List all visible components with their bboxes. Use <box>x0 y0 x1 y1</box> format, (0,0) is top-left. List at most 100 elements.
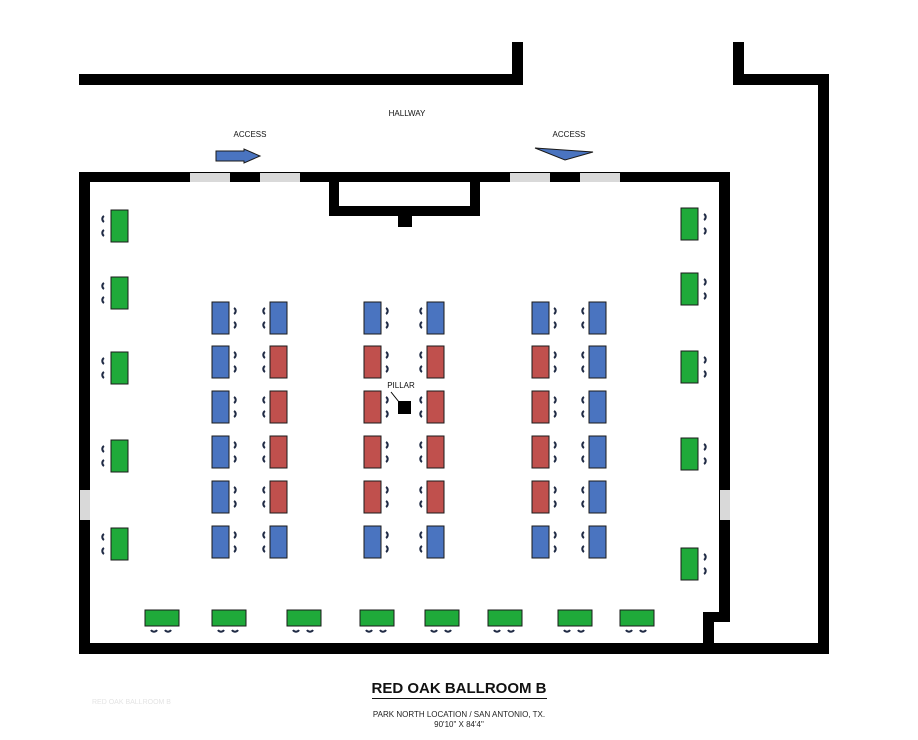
chair <box>101 215 105 223</box>
table-green <box>110 351 129 385</box>
chair <box>553 321 557 329</box>
table-green <box>359 609 395 627</box>
table-green <box>487 609 523 627</box>
table-green <box>680 437 699 471</box>
door-left <box>80 490 90 520</box>
chair <box>385 365 389 373</box>
table-blue <box>363 301 382 335</box>
table-blue <box>211 390 230 424</box>
chair <box>553 365 557 373</box>
pillar <box>398 401 411 414</box>
alcove-bottom <box>329 206 480 216</box>
access-label-right: ACCESS <box>553 130 586 139</box>
table-red <box>269 345 288 379</box>
chair <box>581 351 585 359</box>
chair <box>419 455 423 463</box>
table-red <box>363 345 382 379</box>
watermark: RED OAK BALLROOM B <box>92 699 171 706</box>
pillar-label: PILLAR <box>387 381 415 390</box>
room-title-text: RED OAK BALLROOM B <box>371 680 547 699</box>
chair <box>150 629 158 633</box>
chair <box>419 396 423 404</box>
chair <box>385 486 389 494</box>
table-blue <box>211 301 230 335</box>
chair <box>419 351 423 359</box>
chair <box>419 410 423 418</box>
chair <box>262 486 266 494</box>
chair <box>217 629 225 633</box>
table-green <box>144 609 180 627</box>
chair <box>101 296 105 304</box>
chair <box>385 455 389 463</box>
chair <box>233 545 237 553</box>
chair <box>385 545 389 553</box>
chair <box>233 531 237 539</box>
chair <box>262 351 266 359</box>
chair <box>553 410 557 418</box>
room-wall-bottom <box>79 643 829 654</box>
table-green <box>680 547 699 581</box>
chair <box>385 351 389 359</box>
door-top-4 <box>580 173 620 182</box>
chair <box>419 307 423 315</box>
table-red <box>531 390 550 424</box>
tables <box>101 207 707 633</box>
chair <box>262 441 266 449</box>
alcove-left <box>329 172 339 216</box>
table-red <box>363 480 382 514</box>
table-blue <box>211 345 230 379</box>
chair <box>233 396 237 404</box>
table-green <box>110 209 129 243</box>
chair <box>262 410 266 418</box>
chair <box>101 459 105 467</box>
chair <box>581 396 585 404</box>
chair <box>231 629 239 633</box>
chair <box>385 307 389 315</box>
table-blue <box>211 480 230 514</box>
chair <box>553 486 557 494</box>
chair <box>292 629 300 633</box>
chair <box>233 321 237 329</box>
table-red <box>426 345 445 379</box>
chair <box>581 410 585 418</box>
chair <box>703 213 707 221</box>
chair <box>703 567 707 575</box>
room-title: RED OAK BALLROOM B <box>0 680 918 699</box>
room-wall-notch-v <box>703 612 714 652</box>
chair <box>306 629 314 633</box>
chair <box>419 321 423 329</box>
chair <box>101 533 105 541</box>
chair <box>553 441 557 449</box>
table-red <box>269 435 288 469</box>
access-arrow-right <box>534 147 594 161</box>
table-red <box>531 480 550 514</box>
table-green <box>557 609 593 627</box>
chair <box>233 410 237 418</box>
chair <box>625 629 633 633</box>
chair <box>385 410 389 418</box>
chair <box>553 396 557 404</box>
chair <box>233 351 237 359</box>
door-right <box>720 490 730 520</box>
chair <box>233 365 237 373</box>
chair <box>101 229 105 237</box>
hallway-wall-right <box>733 74 829 85</box>
chair <box>233 455 237 463</box>
chair <box>262 531 266 539</box>
room-wall-left <box>79 172 90 654</box>
chair <box>493 629 501 633</box>
chair <box>581 455 585 463</box>
chair <box>444 629 452 633</box>
table-red <box>426 390 445 424</box>
chair <box>703 553 707 561</box>
table-blue <box>588 345 607 379</box>
chair <box>419 441 423 449</box>
chair <box>101 445 105 453</box>
chair <box>581 365 585 373</box>
chair <box>385 396 389 404</box>
chair <box>101 357 105 365</box>
table-red <box>363 390 382 424</box>
table-blue <box>588 435 607 469</box>
chair <box>419 486 423 494</box>
